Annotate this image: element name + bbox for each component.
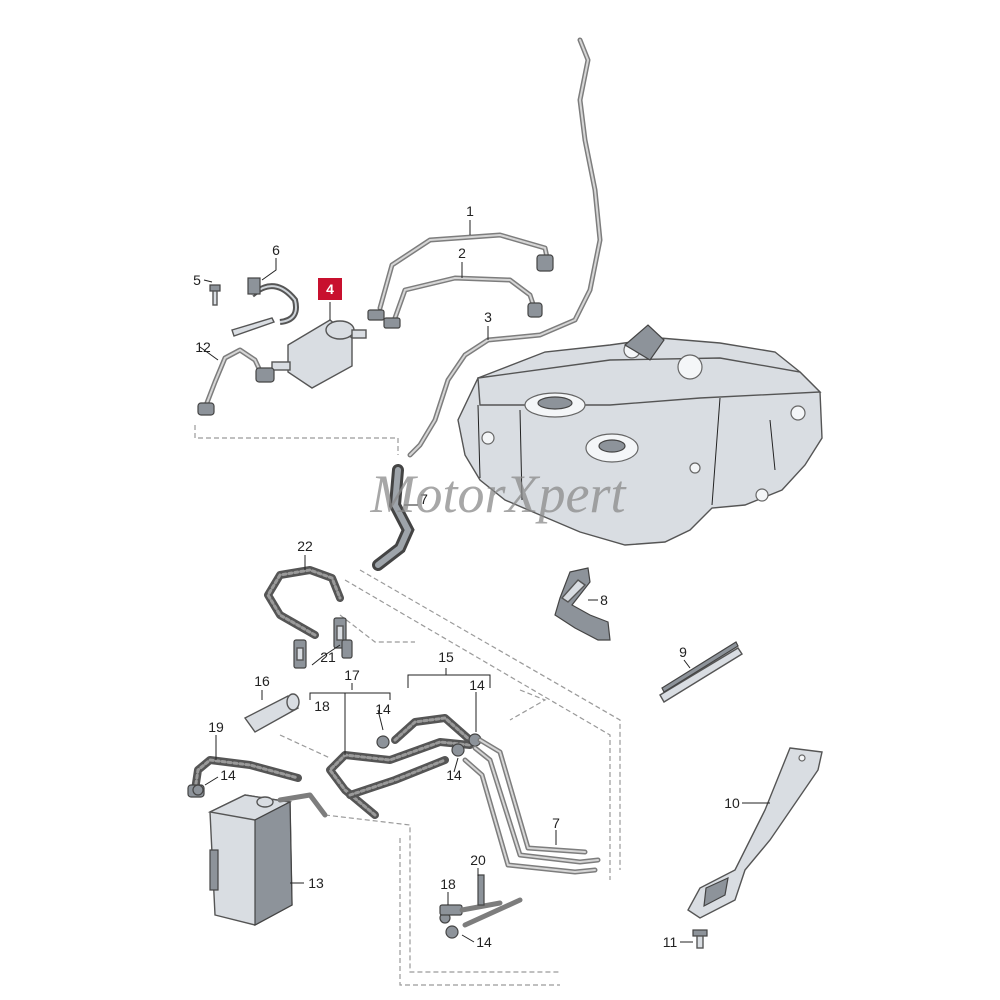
callout-21: 21 xyxy=(320,649,336,665)
callout-10: 10 xyxy=(724,795,740,811)
quick-connectors xyxy=(367,309,401,329)
part-21-clips xyxy=(293,617,353,669)
part-20-bracket xyxy=(477,874,485,906)
part-8-bracket xyxy=(554,567,611,641)
part-6-clamp xyxy=(231,277,299,337)
part-13-carbon-canister xyxy=(207,792,328,927)
callout-14-c: 14 xyxy=(446,767,462,783)
callout-19: 19 xyxy=(208,719,224,735)
callout-17: 17 xyxy=(344,667,360,683)
callout-20: 20 xyxy=(470,852,486,868)
part-1-fuel-line xyxy=(377,232,554,311)
part-7-upper-hose xyxy=(372,464,415,571)
callout-14-b: 14 xyxy=(469,677,485,693)
assembly-guide-lines xyxy=(194,425,621,986)
callout-11: 11 xyxy=(663,934,678,950)
part-15-hose xyxy=(391,714,474,744)
part-5-screw xyxy=(209,284,221,306)
callout-5: 5 xyxy=(193,272,201,288)
part-3-vent-pipe xyxy=(407,37,603,458)
part-22-hose xyxy=(264,566,344,639)
callout-22: 22 xyxy=(297,538,313,554)
part-10-heat-shield xyxy=(687,747,823,919)
callout-6: 6 xyxy=(272,242,280,258)
part-18-lower-fitting xyxy=(439,897,523,928)
callout-labels: 1 2 3 5 6 7 7 8 9 10 11 12 13 14 14 14 1… xyxy=(193,203,740,950)
callout-leaders xyxy=(199,220,770,943)
highlighted-callout-box: 4 xyxy=(318,278,342,300)
callout-1: 1 xyxy=(466,203,474,219)
callout-14-d: 14 xyxy=(220,767,236,783)
callout-14-e: 14 xyxy=(476,934,492,950)
part-7-lower-pipes xyxy=(462,737,601,875)
part-11-screw xyxy=(692,929,708,949)
fuel-tank xyxy=(457,324,823,546)
callout-18-upper: 18 xyxy=(314,698,330,714)
callout-8: 8 xyxy=(600,592,608,608)
callout-13: 13 xyxy=(308,875,324,891)
part-4-fuel-filter xyxy=(271,319,367,389)
part-19-hose xyxy=(187,756,302,798)
callout-7-upper: 7 xyxy=(420,491,428,507)
part-9-strip xyxy=(659,641,743,703)
part-12-fuel-hose xyxy=(197,347,275,416)
part-2-fuel-line xyxy=(392,275,543,321)
callout-16: 16 xyxy=(254,673,270,689)
callout-3: 3 xyxy=(484,309,492,325)
callout-14-a: 14 xyxy=(375,701,391,717)
watermark-text: MotorXpert xyxy=(370,464,628,524)
callout-18-lower: 18 xyxy=(440,876,456,892)
callout-7-lower: 7 xyxy=(552,815,560,831)
callout-2: 2 xyxy=(458,245,466,261)
callout-15: 15 xyxy=(438,649,454,665)
callout-9: 9 xyxy=(679,644,687,660)
callout-4: 4 xyxy=(326,281,334,297)
part-16-sleeve xyxy=(243,693,300,733)
callout-12: 12 xyxy=(195,339,211,355)
